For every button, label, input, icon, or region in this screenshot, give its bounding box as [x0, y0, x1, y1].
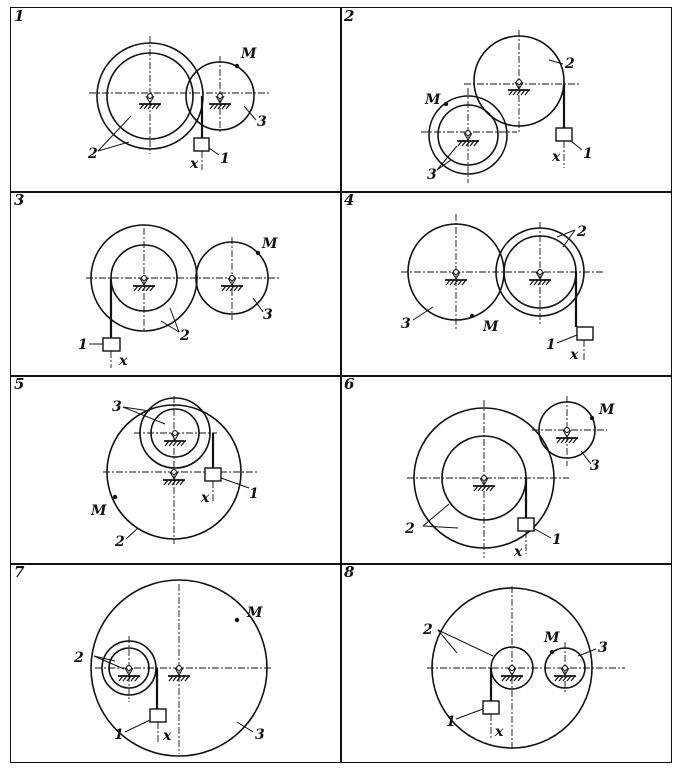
load-1	[555, 127, 573, 142]
label-2: 2	[422, 622, 433, 638]
label-3: 3	[598, 640, 608, 656]
point-m	[549, 649, 555, 655]
load-1	[149, 708, 167, 723]
label-m: M	[543, 630, 560, 646]
mechanism-diagram: M 2 3 1 x	[401, 214, 603, 363]
point-m	[234, 617, 240, 623]
panel-number: 1	[14, 7, 25, 25]
panel-3: 3 M 2 3 1 x	[10, 191, 342, 377]
panel-6: 6 M 3 2 1 x	[340, 375, 672, 565]
label-3: 3	[255, 727, 265, 743]
mechanism-diagram: M 2 3 1 x	[78, 224, 279, 369]
label-x: x	[189, 156, 199, 172]
wheel-3-outer	[428, 95, 508, 175]
label-x: x	[494, 724, 504, 740]
label-2: 2	[87, 146, 98, 162]
load-1	[482, 700, 500, 715]
label-m: M	[90, 503, 107, 519]
point-m	[234, 63, 240, 69]
panel-4: 4 M 2 3 1 x	[340, 191, 672, 377]
label-1: 1	[114, 727, 124, 743]
label-2: 2	[114, 534, 125, 550]
label-1: 1	[78, 337, 88, 353]
label-1: 1	[249, 486, 259, 502]
panel-2: 2 M 2 3 1 x	[340, 7, 672, 193]
label-2: 2	[564, 56, 575, 72]
label-3: 3	[112, 399, 122, 415]
mechanism-diagram: M 3 2 1 x	[404, 396, 615, 560]
label-3: 3	[590, 458, 600, 474]
label-3: 3	[263, 307, 273, 323]
mechanism-diagram: M 2 3 1 x	[73, 579, 273, 757]
label-3: 3	[257, 114, 267, 130]
panel-7: 7 M 2 3 1 x	[10, 563, 342, 763]
mechanism-diagram: M 2 3 1 x	[87, 36, 271, 172]
load-1	[193, 137, 210, 152]
panel-number: 7	[14, 563, 25, 581]
panel-number: 8	[344, 563, 355, 581]
load-1	[517, 517, 535, 532]
label-1: 1	[220, 151, 230, 167]
label-x: x	[551, 149, 561, 165]
label-1: 1	[546, 337, 556, 353]
label-m: M	[261, 236, 278, 252]
panel-1: 1 M 2 3 1 x	[10, 7, 342, 193]
label-x: x	[200, 490, 210, 506]
point-m	[255, 250, 261, 256]
mechanism-diagram: M 3 2 1 x	[90, 396, 259, 550]
load-1	[576, 326, 594, 341]
point-m	[469, 313, 475, 319]
panel-5: 5 M 3 2 1 x	[10, 375, 342, 565]
panel-number: 3	[14, 191, 25, 209]
label-2: 2	[576, 224, 587, 240]
label-m: M	[240, 46, 257, 62]
label-2: 2	[73, 650, 84, 666]
support-icon	[456, 129, 480, 147]
label-1: 1	[552, 532, 562, 548]
label-m: M	[482, 319, 499, 335]
label-x: x	[118, 353, 128, 369]
point-m	[443, 101, 449, 107]
label-3: 3	[401, 316, 411, 332]
label-3: 3	[427, 167, 437, 183]
label-m: M	[598, 402, 615, 418]
mechanism-diagram: M 2 3 1 x	[422, 586, 625, 750]
label-m: M	[246, 605, 263, 621]
label-2: 2	[179, 328, 190, 344]
label-2: 2	[404, 521, 415, 537]
label-1: 1	[583, 146, 593, 162]
load-1	[204, 467, 222, 482]
label-m: M	[424, 92, 441, 108]
label-x: x	[162, 728, 172, 744]
load-1	[102, 337, 121, 352]
label-x: x	[569, 347, 579, 363]
point-m	[112, 494, 118, 500]
mechanism-diagram: M 2 3 1 x	[421, 30, 593, 183]
point-m	[589, 415, 595, 421]
panel-number: 5	[14, 375, 25, 393]
label-1: 1	[446, 714, 456, 730]
panel-number: 4	[344, 191, 355, 209]
panel-8: 8 M 2 3 1 x	[340, 563, 672, 763]
panel-number: 2	[344, 7, 355, 25]
label-x: x	[513, 544, 523, 560]
panel-number: 6	[344, 375, 355, 393]
